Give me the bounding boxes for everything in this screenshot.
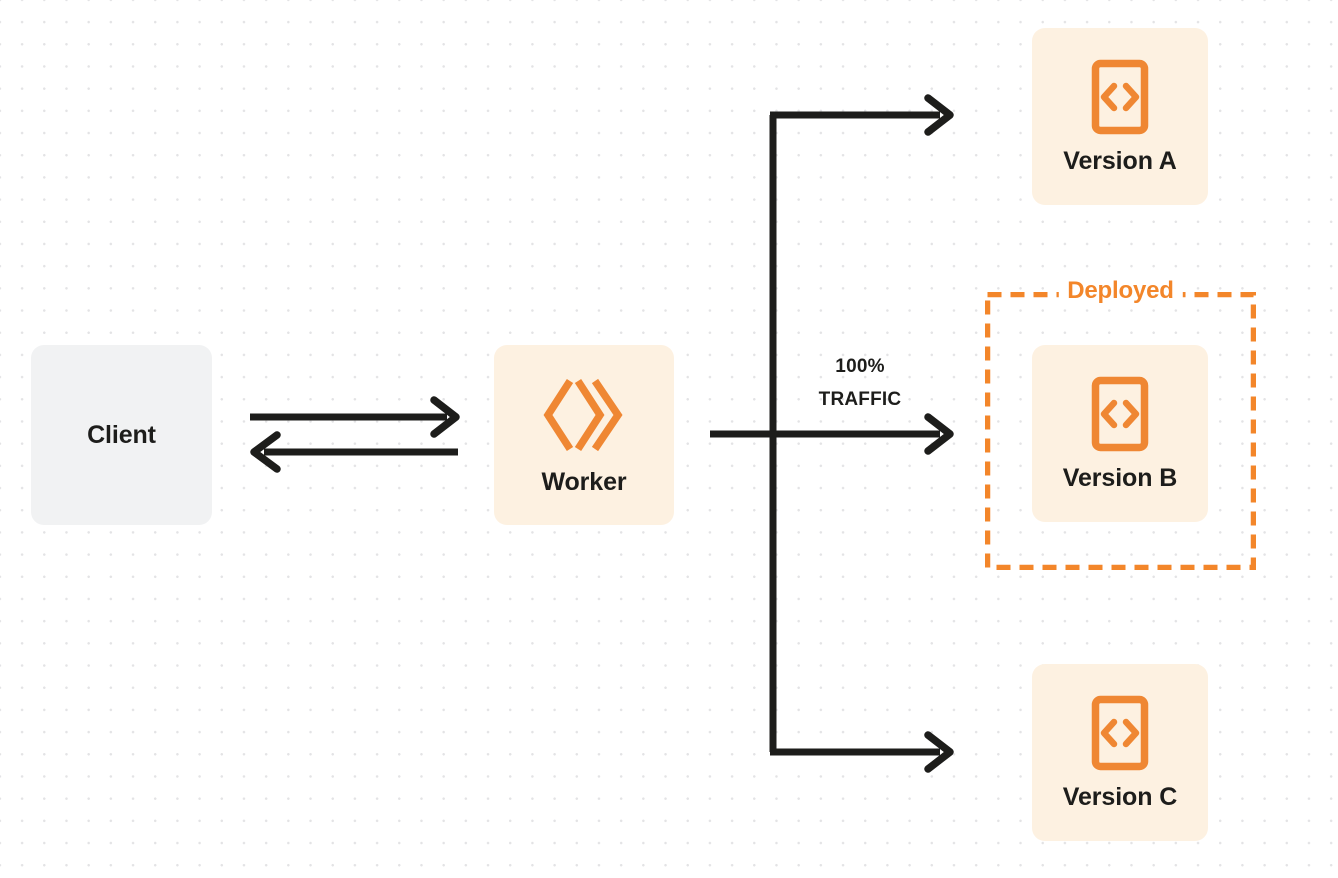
connector-worker-to-client <box>250 431 458 473</box>
connector-worker-to-version-b <box>924 413 954 455</box>
connector-worker-to-version-a <box>770 94 954 136</box>
connector-worker-to-version-c <box>770 731 954 773</box>
node-worker-label: Worker <box>541 467 627 496</box>
node-version-c-label: Version C <box>1062 783 1178 811</box>
node-worker[interactable]: Worker <box>494 345 674 525</box>
cloudflare-workers-logo-icon <box>542 376 626 454</box>
node-version-a[interactable]: Version A <box>1032 28 1208 205</box>
code-file-icon <box>1091 59 1149 135</box>
node-version-b-label: Version B <box>1062 464 1178 492</box>
traffic-percent: 100% <box>835 356 885 377</box>
node-version-b[interactable]: Version B <box>1032 345 1208 522</box>
node-version-a-label: Version A <box>1063 147 1177 175</box>
connector-worker-trunk <box>710 115 940 752</box>
node-client-label: Client <box>87 420 156 449</box>
traffic-annotation: 100% TRAFFIC <box>790 351 930 416</box>
node-client[interactable]: Client <box>31 345 212 525</box>
traffic-caption: TRAFFIC <box>818 388 902 410</box>
code-file-icon <box>1091 695 1149 771</box>
node-version-c[interactable]: Version C <box>1032 664 1208 841</box>
deployed-group-label: Deployed <box>1058 277 1183 305</box>
code-file-icon <box>1091 376 1149 452</box>
connector-client-to-worker <box>250 396 460 438</box>
